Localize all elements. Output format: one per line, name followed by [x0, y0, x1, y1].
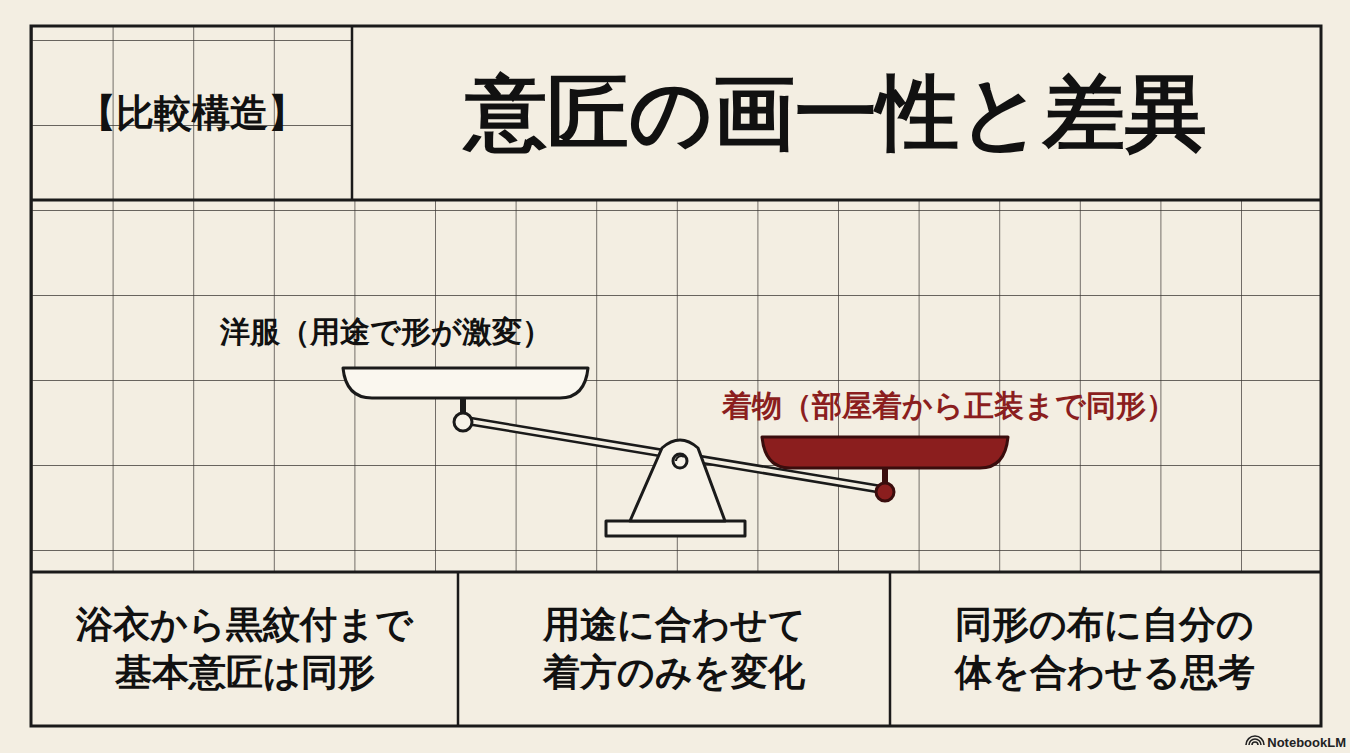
watermark: NotebookLM: [1267, 735, 1346, 750]
grid-paper: [32, 27, 1320, 725]
cell-text: 【比較構造】: [78, 89, 306, 138]
title-cell: 意匠の画一性と差異: [352, 27, 1320, 200]
kimono-label: 着物（部屋着から正装まで同形）: [722, 386, 1176, 427]
western-label: 洋服（用途で形が激変）: [220, 312, 552, 353]
cell-text: 同形の布に自分の 体を合わせる思考: [950, 601, 1261, 697]
kimono-pan: [762, 437, 1008, 468]
category-cell: 【比較構造】: [33, 28, 351, 199]
cell-text: 用途に合わせて 着方のみを変化: [533, 601, 814, 697]
point-cell: 浴衣から黒紋付まで 基本意匠は同形: [33, 574, 457, 724]
point-cell: 同形の布に自分の 体を合わせる思考: [891, 574, 1319, 724]
point-cell: 用途に合わせて 着方のみを変化: [459, 574, 889, 724]
title-text: 意匠の画一性と差異: [465, 59, 1207, 169]
frame-lines: [31, 26, 1321, 726]
western-pan: [343, 368, 588, 398]
watermark-icon: [1246, 736, 1264, 745]
cell-text: 浴衣から黒紋付まで 基本意匠は同形: [71, 601, 419, 697]
